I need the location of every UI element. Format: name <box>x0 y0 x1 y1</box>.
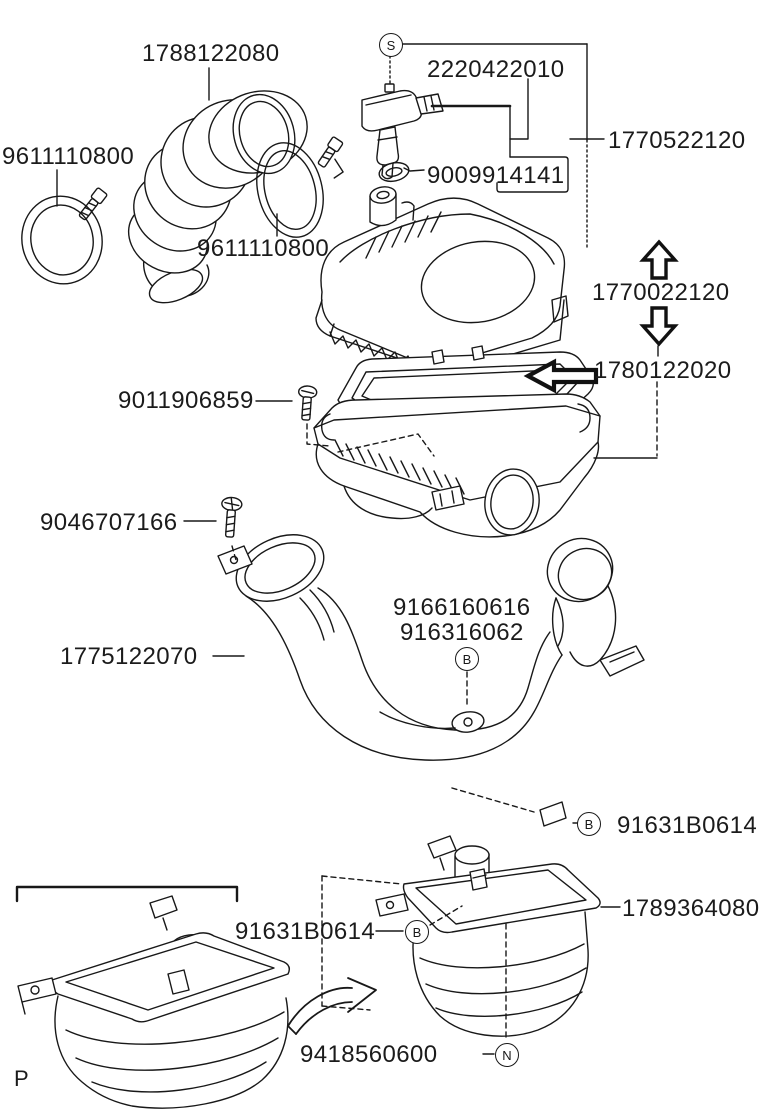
part-number-clamp-left: 9611110800 <box>2 143 135 170</box>
resonator-left-drawing <box>15 885 291 1109</box>
part-number-clip-lower: 91631B0614 <box>235 918 376 945</box>
curved-arrow-icon <box>287 977 377 1035</box>
screw-case-drawing <box>298 385 318 421</box>
maf-sensor-drawing <box>361 83 444 180</box>
part-number-nut: 9418560600 <box>300 1041 438 1068</box>
callout-b-circle-upper: B <box>577 812 601 836</box>
intake-hose-drawing <box>127 90 308 304</box>
leader-lines <box>56 43 659 1055</box>
part-number-screw-bracket: 9046707166 <box>40 509 178 536</box>
oring-drawing <box>378 161 410 183</box>
arrow-down-icon <box>639 306 679 347</box>
callout-n-circle: N <box>495 1043 519 1067</box>
part-number-filter-element: 1780122020 <box>594 357 732 384</box>
part-number-inlet-pipe: 1775122070 <box>60 643 198 670</box>
clamp-inlet-drawing <box>256 136 344 238</box>
part-number-bolt-a: 9166160616 <box>393 594 531 621</box>
callout-s-circle: S <box>379 33 403 57</box>
view-label-p: P <box>14 1066 30 1091</box>
cleaner-cap-drawing <box>315 186 569 375</box>
part-number-clip-upper: 91631B0614 <box>617 812 758 839</box>
callout-b-circle-lower: B <box>405 920 429 944</box>
arrow-up-icon <box>639 239 679 280</box>
part-number-clamp-inlet: 9611110800 <box>197 235 330 262</box>
clamp-left-drawing <box>21 187 108 285</box>
part-number-maf-sensor: 2220422010 <box>427 56 565 83</box>
part-number-sensor-oring: 9009914141 <box>427 162 565 189</box>
resonator-right-drawing <box>321 787 601 1041</box>
arrow-left-icon <box>523 358 599 394</box>
inlet-pipe-drawing <box>217 534 645 761</box>
cleaner-case-drawing <box>313 393 601 538</box>
part-number-screw-case: 9011906859 <box>118 387 254 414</box>
part-number-intake-hose: 1788122080 <box>142 40 280 67</box>
part-number-bolt-b: 916316062 <box>400 619 524 646</box>
part-number-cleaner-assembly: 1770022120 <box>592 279 730 306</box>
callout-b-circle-mid: B <box>455 647 479 671</box>
screw-bracket-drawing <box>221 496 243 538</box>
part-number-resonator: 1789364080 <box>622 895 760 922</box>
part-number-cleaner-cap: 1770522120 <box>608 127 746 154</box>
